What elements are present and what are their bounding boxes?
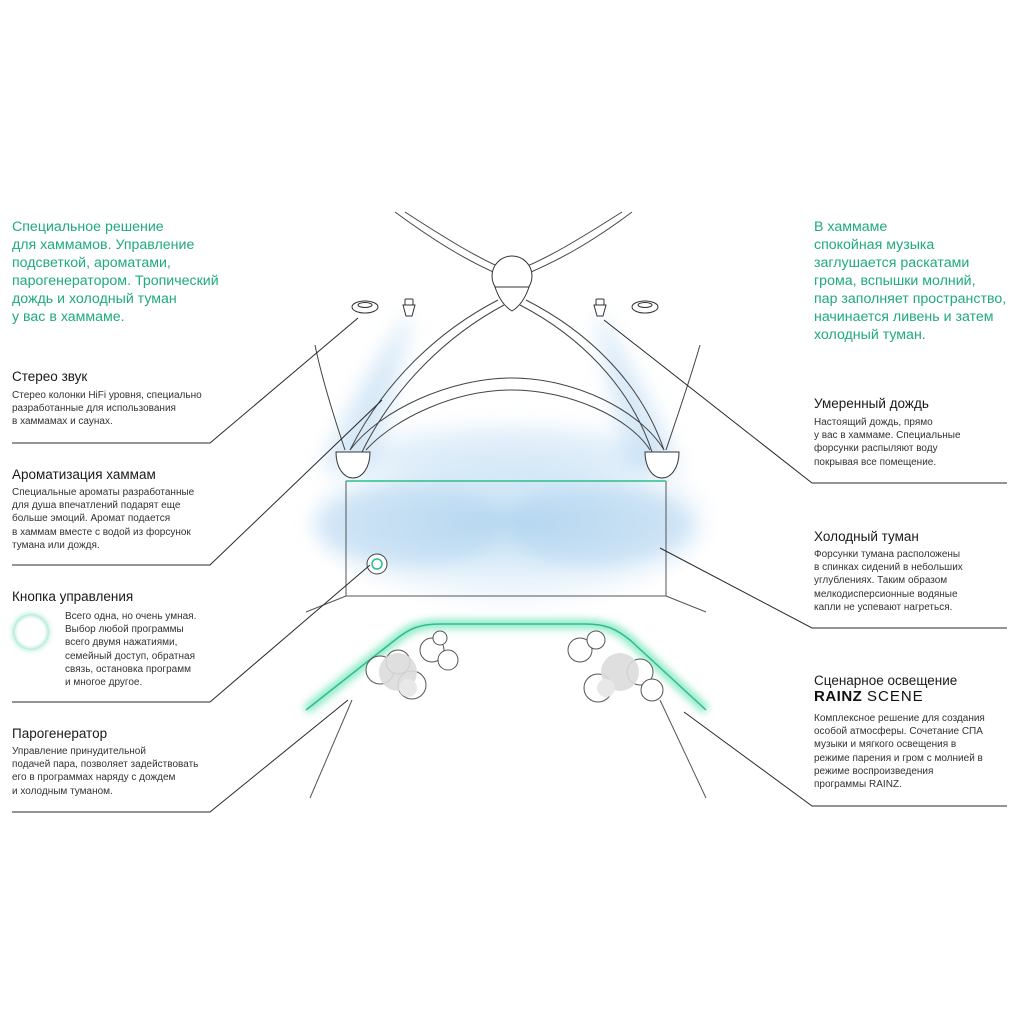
brand-light: SCENE [867, 688, 924, 705]
feature-aroma-text: Специальные ароматы разработанные для ду… [12, 487, 195, 551]
seat-back-panel [305, 481, 707, 613]
feature-lighting-text: Комплексное решение для создания особой … [814, 713, 985, 791]
steam-puffs-right [567, 630, 664, 703]
steam-puffs-left [365, 630, 459, 700]
stereo-speaker-left [351, 300, 379, 314]
feature-button-text: Всего одна, но очень умная. Выбор любой … [65, 611, 197, 689]
feature-steam-title: Парогенератор [12, 726, 108, 741]
brand-bold: RAINZ [814, 688, 863, 705]
stereo-speaker-right [631, 300, 659, 314]
feature-rain-text: Настоящий дождь, прямо у вас в хаммаме. … [814, 417, 961, 468]
right-intro-text: В хаммаме спокойная музыка заглушается р… [814, 219, 1007, 343]
feature-steam-text: Управление принудительной подачей пара, … [12, 746, 199, 797]
feature-mist-title: Холодный туман [814, 529, 919, 544]
feature-aroma-title: Ароматизация хаммам [12, 467, 156, 482]
feature-stereo-title: Стерео звук [12, 369, 88, 384]
rain-nozzle-right [593, 298, 607, 317]
control-button-icon [366, 553, 388, 575]
feature-button-title: Кнопка управления [12, 589, 134, 604]
feature-rain-title: Умеренный дождь [814, 396, 929, 411]
mist-clouds [302, 318, 722, 615]
feature-lighting-title: Сценарное освещение [814, 673, 958, 688]
callout-leaders [12, 317, 1007, 813]
control-button-glow-icon [13, 614, 49, 650]
feature-stereo-text: Стерео колонки HiFi уровня, специально р… [12, 390, 202, 428]
feature-mist-text: Форсунки тумана расположены в спинках си… [814, 549, 963, 613]
ceiling-rain-nozzle [491, 255, 533, 312]
bench-legs [309, 699, 707, 799]
brand-logo-rainz-scene: RAINZ SCENE [814, 688, 924, 706]
led-strip-bench [303, 619, 710, 714]
rain-nozzle-left [402, 298, 416, 317]
left-intro-text: Специальное решение для хаммамов. Управл… [12, 219, 219, 325]
